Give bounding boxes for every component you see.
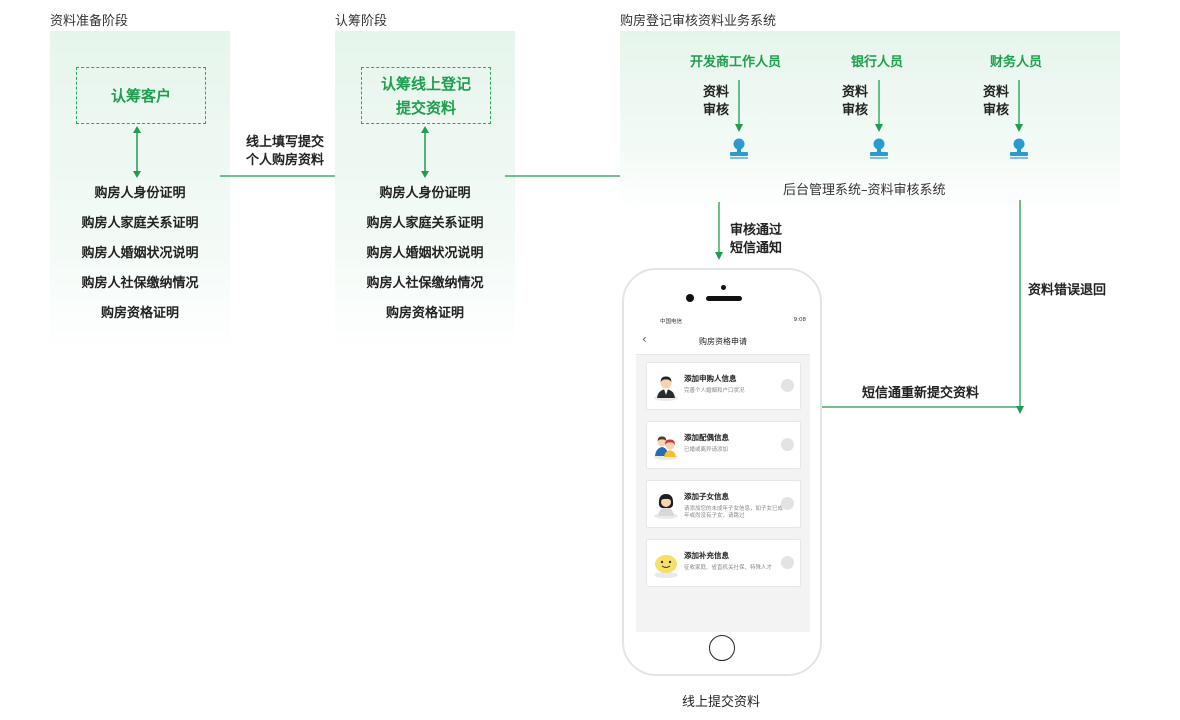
stamp-icon bbox=[730, 138, 748, 159]
stamp-icon bbox=[870, 138, 888, 159]
prep-section-title: 资料准备阶段 bbox=[50, 14, 129, 29]
prep-item: 购房资格证明 bbox=[100, 306, 179, 321]
prep-panel bbox=[50, 31, 230, 351]
role-bank-arrow bbox=[875, 80, 883, 132]
check-icon bbox=[781, 497, 794, 510]
system-section-title: 购房登记审核资料业务系统 bbox=[620, 14, 777, 29]
card-subtitle: 请添加您的未成年子女信息，如子女已成年或尚没有子女，请跳过 bbox=[684, 506, 784, 519]
subscribe-panel bbox=[335, 31, 515, 351]
phone-mockup: 中国电信 9:08 ‹ 购房资格申请 添加申购人信息 完善个人婚姻和户口状况 bbox=[622, 268, 822, 676]
phone-sensor bbox=[721, 285, 726, 290]
subscribe-item: 购房人家庭关系证明 bbox=[366, 216, 484, 231]
subscribe-section-title: 认筹阶段 bbox=[335, 14, 388, 29]
back-icon[interactable]: ‹ bbox=[642, 332, 647, 346]
error-return-label: 资料错误退回 bbox=[1028, 283, 1107, 298]
card-title: 添加配偶信息 bbox=[684, 433, 729, 442]
phone-screen: 中国电信 9:08 ‹ 购房资格申请 添加申购人信息 完善个人婚姻和户口状况 bbox=[636, 314, 810, 632]
role-bank-action: 资料 审核 bbox=[842, 85, 869, 118]
carrier-label: 中国电信 bbox=[660, 319, 683, 325]
check-icon bbox=[781, 438, 794, 451]
arrow-error-return bbox=[800, 200, 1024, 414]
child-avatar-icon bbox=[654, 494, 678, 519]
subscribe-box: 认筹线上登记 提交资料 bbox=[361, 67, 491, 124]
applicant-card[interactable]: 添加申购人信息 完善个人婚姻和户口状况 bbox=[646, 362, 801, 410]
status-time: 9:08 bbox=[793, 317, 806, 323]
resubmit-label: 短信通重新提交资料 bbox=[862, 386, 980, 401]
card-subtitle: 已婚或离异请添加 bbox=[684, 447, 729, 453]
spouse-card[interactable]: 添加配偶信息 已婚或离异请添加 bbox=[646, 421, 801, 469]
role-bank: 银行人员 bbox=[851, 55, 904, 70]
subscribe-item: 购房人婚姻状况说明 bbox=[366, 246, 484, 261]
prep-item: 购房人家庭关系证明 bbox=[81, 216, 199, 231]
online-fill-label: 线上填写提交 个人购房资料 bbox=[245, 135, 324, 168]
prep-double-arrow bbox=[133, 126, 141, 178]
role-developer-action: 资料 审核 bbox=[703, 85, 730, 118]
card-subtitle: 完善个人婚姻和户口状况 bbox=[684, 388, 745, 394]
subscribe-item: 购房资格证明 bbox=[385, 306, 464, 321]
prep-item: 购房人婚姻状况说明 bbox=[81, 246, 199, 261]
check-icon bbox=[781, 379, 794, 392]
child-card[interactable]: 添加子女信息 请添加您的未成年子女信息，如子女已成年或尚没有子女，请跳过 bbox=[646, 480, 801, 528]
smiley-avatar-icon bbox=[654, 555, 678, 578]
app-header: ‹ 购房资格申请 bbox=[636, 328, 810, 355]
arrow-approved bbox=[715, 202, 723, 260]
card-title: 添加补充信息 bbox=[684, 551, 729, 560]
app-header-title: 购房资格申请 bbox=[699, 337, 747, 346]
card-title: 添加子女信息 bbox=[684, 492, 729, 501]
subscribe-item: 购房人社保缴纳情况 bbox=[366, 276, 484, 291]
subscribe-double-arrow bbox=[421, 126, 429, 178]
phone-camera bbox=[686, 294, 694, 302]
couple-avatar-icon bbox=[654, 436, 678, 460]
role-finance: 财务人员 bbox=[990, 55, 1043, 70]
role-developer-arrow bbox=[735, 80, 743, 132]
home-button[interactable] bbox=[709, 635, 735, 661]
subscribe-item: 购房人身份证明 bbox=[379, 186, 471, 201]
system-panel bbox=[620, 31, 1120, 211]
role-finance-arrow bbox=[1015, 80, 1023, 132]
approved-label: 审核通过 短信通知 bbox=[730, 223, 783, 256]
phone-caption: 线上提交资料 bbox=[682, 695, 761, 710]
check-icon bbox=[781, 556, 794, 569]
prep-box: 认筹客户 bbox=[76, 67, 206, 124]
role-finance-action: 资料 审核 bbox=[983, 85, 1010, 118]
card-title: 添加申购人信息 bbox=[684, 374, 737, 383]
card-subtitle: 征收家庭、省直机关社保、特殊人才 bbox=[684, 565, 773, 571]
arrow-subscribe-to-system bbox=[505, 172, 637, 180]
phone-speaker bbox=[706, 296, 742, 301]
role-developer: 开发商工作人员 bbox=[690, 55, 782, 70]
supplement-card[interactable]: 添加补充信息 征收家庭、省直机关社保、特殊人才 bbox=[646, 539, 801, 587]
man-avatar-icon bbox=[654, 376, 678, 401]
backend-system-label: 后台管理系统–资料审核系统 bbox=[783, 183, 946, 198]
prep-item: 购房人社保缴纳情况 bbox=[81, 276, 199, 291]
prep-item: 购房人身份证明 bbox=[94, 186, 186, 201]
stamp-icon bbox=[1010, 138, 1028, 159]
status-bar: 中国电信 9:08 bbox=[636, 314, 810, 328]
